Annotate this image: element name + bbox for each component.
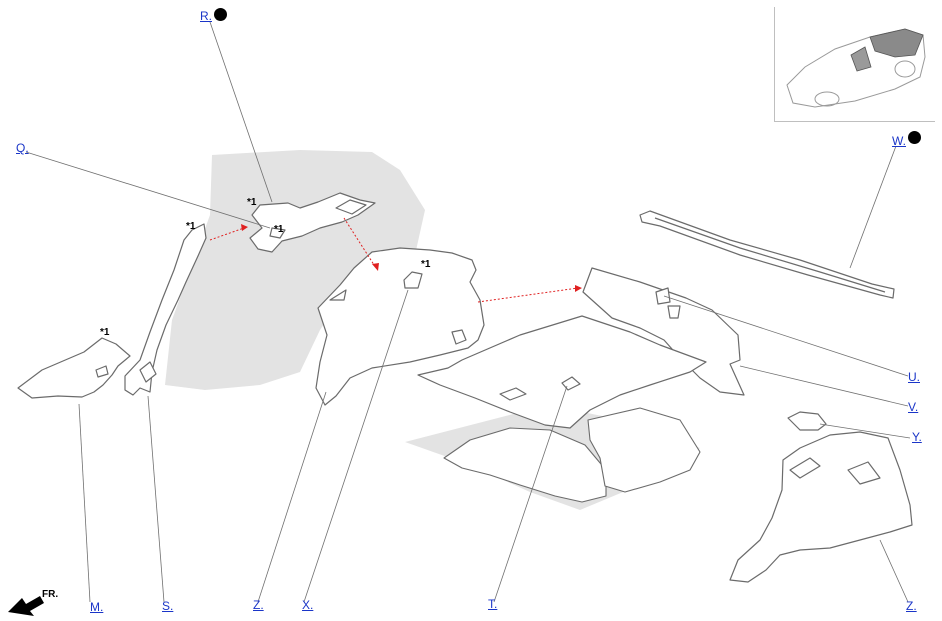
part-t-deck-board	[417, 315, 707, 429]
part-w-weatherstrip	[639, 210, 895, 299]
required-mark-w-icon	[908, 131, 921, 144]
part-deck-tray	[443, 407, 701, 503]
note-mark-q: *1	[274, 224, 284, 235]
callout-y[interactable]: Y.	[912, 430, 922, 444]
callout-r[interactable]: R.	[200, 9, 212, 23]
callout-q[interactable]: Q.	[16, 141, 29, 155]
callout-s[interactable]: S.	[162, 599, 174, 613]
front-direction-arrow-icon	[8, 596, 44, 616]
front-direction-label: FR.	[42, 589, 59, 600]
note-mark-m: *1	[100, 327, 110, 338]
callout-x[interactable]: X.	[302, 598, 314, 612]
part-r-rear-pillar-trim	[249, 192, 376, 253]
callout-z-right[interactable]: Z.	[906, 599, 917, 613]
required-mark-r-icon	[214, 8, 227, 21]
installation-arrows	[209, 217, 579, 303]
installation-arrow-heads	[241, 224, 582, 292]
callout-v[interactable]: V.	[908, 400, 919, 414]
callout-u[interactable]: U.	[908, 370, 920, 384]
part-y-cover-cap	[787, 411, 827, 431]
callout-m[interactable]: M.	[90, 600, 104, 614]
part-s-pillar-trim	[124, 223, 207, 396]
callout-t[interactable]: T.	[488, 597, 498, 611]
note-mark-x: *1	[421, 259, 431, 270]
note-mark-r: *1	[247, 197, 257, 208]
note-mark-s: *1	[186, 221, 196, 232]
part-z-lower-quarter-trim	[729, 431, 913, 583]
vehicle-outline-icon	[786, 28, 926, 108]
vehicle-locator-thumbnail	[774, 7, 935, 122]
part-m-scuff-plate	[17, 337, 131, 399]
leader-lines	[25, 21, 911, 603]
callout-w[interactable]: W.	[892, 134, 906, 148]
part-z-quarter-trim-panel	[315, 247, 485, 406]
callout-z-left[interactable]: Z.	[253, 598, 264, 612]
